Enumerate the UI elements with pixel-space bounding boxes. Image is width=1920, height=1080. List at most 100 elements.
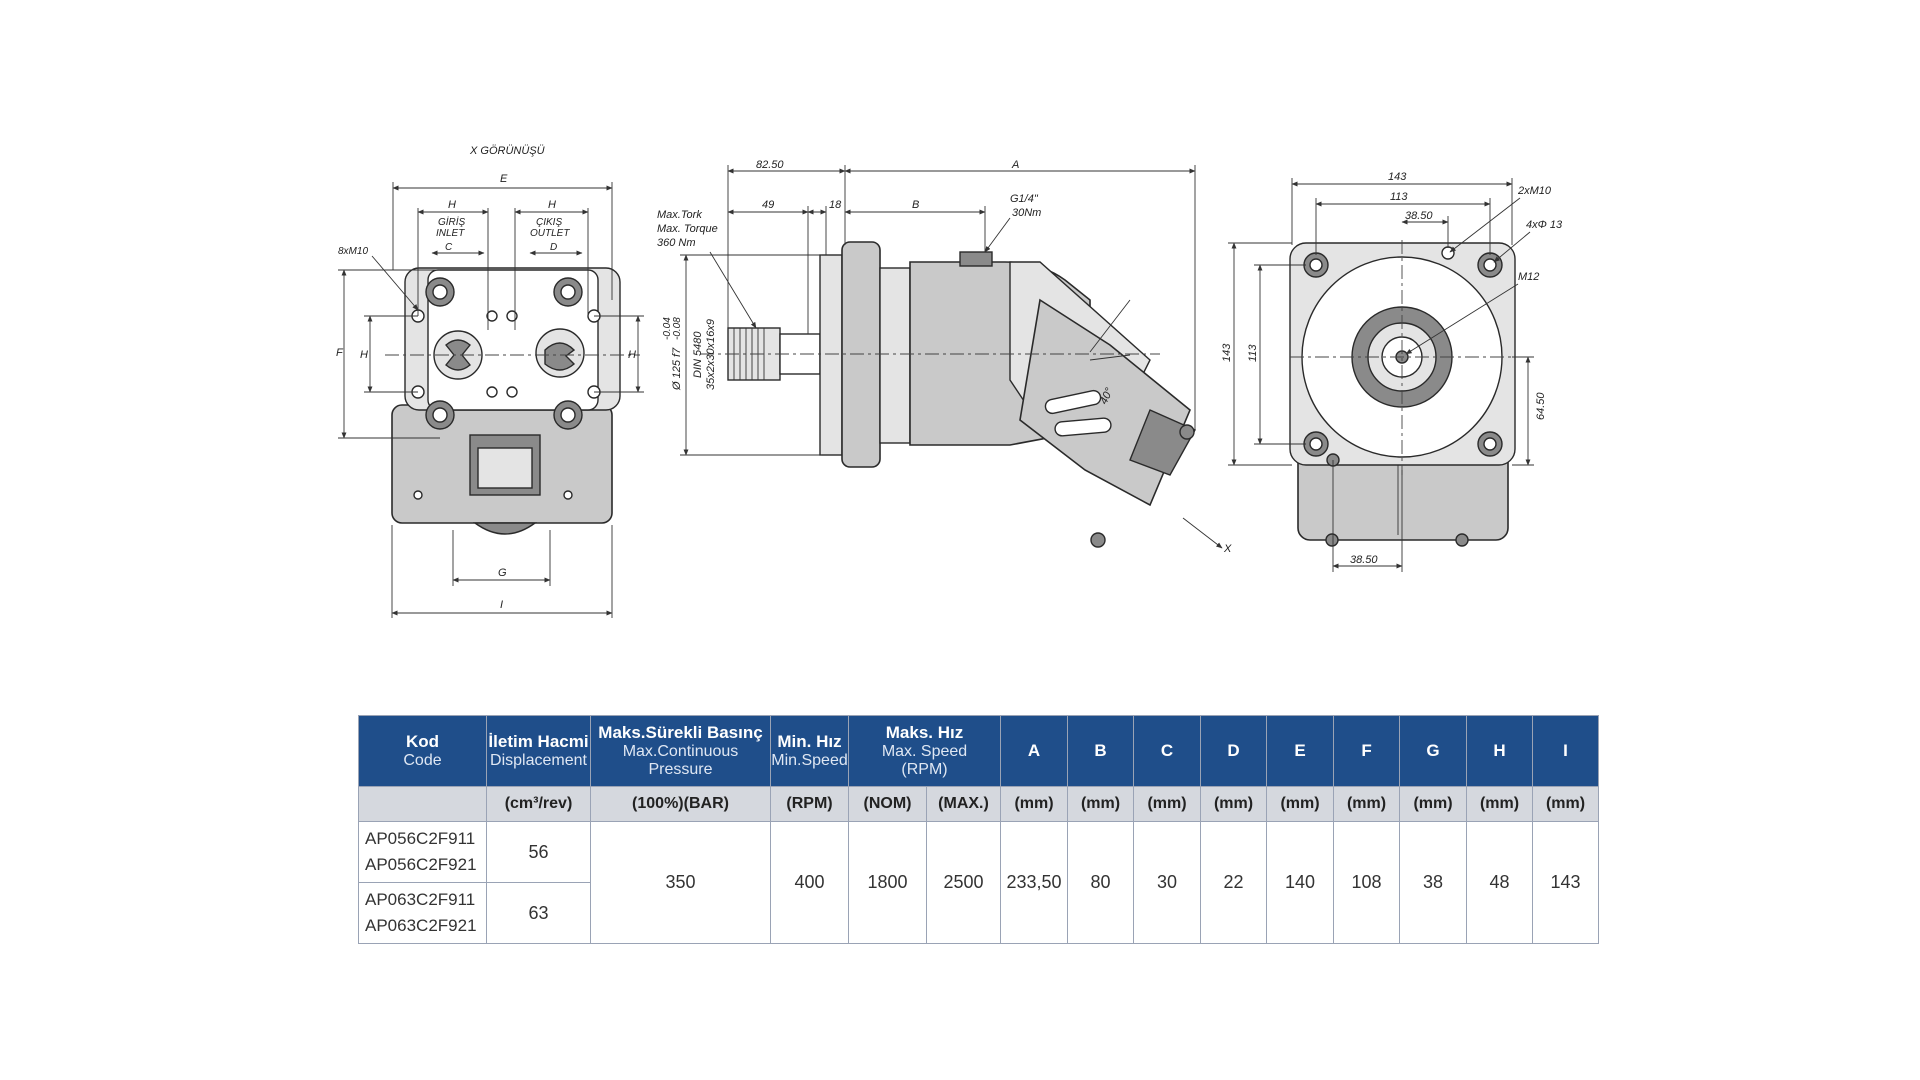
unit-h: (mm) — [1466, 786, 1534, 822]
dim-f: F — [336, 347, 344, 359]
inlet-label-en: INLET — [436, 228, 465, 239]
front-view: 143 113 38.50 143 113 64.50 38.50 2xM10 … — [1221, 171, 1563, 572]
unit-d: (mm) — [1200, 786, 1268, 822]
housing-pin — [563, 490, 573, 500]
torque-label-en: Max. Torque — [657, 223, 718, 235]
flange-neck — [879, 267, 911, 444]
dim-a: A — [1011, 159, 1019, 171]
dim-b: B — [912, 199, 919, 211]
view-title: X GÖRÜNÜŞÜ — [469, 145, 545, 157]
thread-label: 8xM10 — [338, 246, 368, 257]
torque-value: 360 Nm — [657, 237, 696, 249]
dim-g: G — [498, 567, 507, 579]
col-i: I — [1532, 715, 1600, 787]
units-row: (cm³/rev) (100%)(BAR) (RPM) (NOM) (MAX.)… — [358, 786, 1600, 822]
col-d: D — [1200, 715, 1268, 787]
unit-i: (mm) — [1532, 786, 1600, 822]
housing-pin-left — [413, 490, 423, 500]
shaft-dia-label: Ø 125 f7 — [671, 347, 683, 391]
dim-113-left: 113 — [1247, 344, 1259, 362]
col-h: H — [1466, 715, 1534, 787]
dim-49: 49 — [762, 199, 774, 211]
f-cell: 108 — [1333, 821, 1401, 944]
dim-64-50: 64.50 — [1535, 392, 1547, 420]
rear-foot-left — [1325, 533, 1339, 547]
col-b: B — [1067, 715, 1135, 787]
x-view: X GÖRÜNÜŞÜ E — [336, 145, 644, 618]
dim-143-left: 143 — [1221, 343, 1233, 362]
unit-c: (mm) — [1133, 786, 1202, 822]
dim-i: I — [500, 599, 503, 611]
side-view: 82.50 A 49 18 B G1/4" 30Nm Max.Tork Max.… — [657, 159, 1232, 555]
i-cell: 143 — [1532, 821, 1600, 944]
slot-2 — [1054, 417, 1112, 437]
spline-std-label: DIN 5480 — [692, 331, 704, 378]
dim-e: E — [500, 173, 508, 185]
port-label: G1/4" — [1010, 193, 1039, 205]
dim-38-50-top: 38.50 — [1405, 210, 1433, 222]
a-cell: 233,50 — [1000, 821, 1069, 944]
dim-h-side-left: H — [360, 349, 368, 361]
d-cell: 22 — [1200, 821, 1268, 944]
max-speed-cell: 2500 — [925, 821, 1002, 944]
unit-pressure: (100%)(BAR) — [590, 786, 771, 822]
dim-h-side-right: H — [628, 349, 636, 361]
unit-min-speed: (RPM) — [770, 786, 849, 822]
holes-label: 4xΦ 13 — [1526, 219, 1563, 231]
outlet-label-en: OUTLET — [530, 228, 570, 239]
inlet-port-vane — [445, 339, 471, 371]
spline-label: 35x2x30x16x9 — [705, 319, 717, 390]
unit-code — [358, 786, 487, 822]
drain-plug — [1179, 424, 1195, 440]
displacement-cell: 63 — [486, 882, 591, 944]
unit-e: (mm) — [1266, 786, 1335, 822]
outlet-label-tr: ÇIKIŞ — [536, 217, 562, 228]
unit-displacement: (cm³/rev) — [486, 786, 591, 822]
c-cell: 30 — [1133, 821, 1202, 944]
tol-lower: -0.08 — [672, 317, 683, 340]
bolt-holes — [411, 277, 601, 430]
dim-113-top: 113 — [1390, 191, 1408, 203]
shaft-gear — [472, 522, 538, 535]
dim-82-50: 82.50 — [756, 159, 784, 171]
dim-d: D — [550, 242, 557, 253]
drain-plug-2 — [1090, 532, 1106, 548]
dim-143-top: 143 — [1388, 171, 1407, 183]
port-housing-cap — [1129, 409, 1196, 476]
rear-foot-right — [1455, 533, 1469, 547]
inlet-label-tr: GİRİŞ — [438, 216, 466, 228]
b-cell: 80 — [1067, 821, 1135, 944]
col-g: G — [1399, 715, 1468, 787]
thread-2xm10: 2xM10 — [1517, 185, 1552, 197]
mounting-flange — [841, 241, 881, 468]
unit-max-speed: (MAX.) — [925, 786, 1002, 822]
unit-a: (mm) — [1000, 786, 1069, 822]
torque-label-tr: Max.Tork — [657, 209, 702, 221]
pilot-ring — [819, 254, 843, 456]
tol-upper: -0.04 — [662, 317, 673, 340]
unit-g: (mm) — [1399, 786, 1468, 822]
unit-b: (mm) — [1067, 786, 1135, 822]
port-torque: 30Nm — [1012, 207, 1041, 219]
h-cell: 48 — [1466, 821, 1534, 944]
dim-c: C — [445, 242, 453, 253]
col-a: A — [1000, 715, 1069, 787]
col-e: E — [1266, 715, 1335, 787]
housing-window-inner — [477, 447, 533, 489]
dim-38-50-bottom: 38.50 — [1350, 554, 1378, 566]
col-f: F — [1333, 715, 1401, 787]
dim-18: 18 — [829, 199, 842, 211]
unit-nom-speed: (NOM) — [848, 786, 927, 822]
pressure-cell: 350 — [590, 821, 771, 944]
technical-drawing: X GÖRÜNÜŞÜ E — [336, 145, 1563, 618]
unit-f: (mm) — [1333, 786, 1401, 822]
e-cell: 140 — [1266, 821, 1335, 944]
x-direction: X — [1223, 543, 1232, 555]
